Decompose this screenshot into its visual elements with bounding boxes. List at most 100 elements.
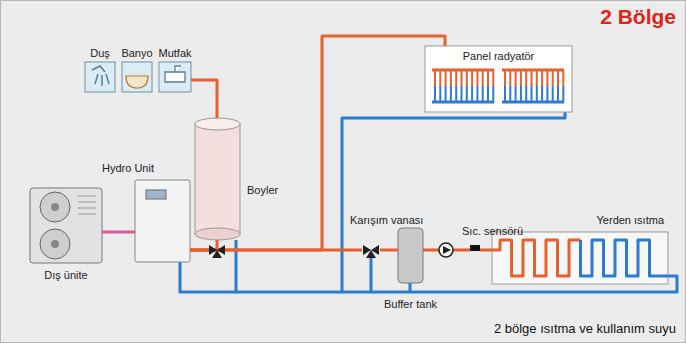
pipe: [102, 231, 135, 234]
fan: [40, 192, 70, 222]
radiator-fin: [509, 86, 511, 102]
kitchen-tap: Mutfak: [159, 62, 191, 92]
sensor: [470, 245, 480, 251]
radiator-fin: [439, 70, 441, 86]
radiator-fin: [557, 86, 559, 102]
radiator-fin: [562, 86, 564, 102]
boiler-bottom: [195, 228, 240, 240]
tap-icons: [85, 62, 191, 92]
radiator-fin: [466, 70, 468, 86]
radiator-fin: [546, 70, 548, 86]
mixing-valve-symbol: [363, 245, 379, 258]
mixing-valve: Karışım vanası: [362, 243, 380, 257]
radiator-fin: [487, 70, 489, 86]
radiator-fin: [531, 86, 533, 102]
radiator-fin: [504, 70, 506, 86]
floor-heating: Yerden ısıtma: [492, 232, 668, 284]
radiator-fin: [445, 70, 447, 86]
radiator-fin: [445, 86, 447, 102]
pump-arrow: [443, 246, 451, 254]
boiler-return: [235, 240, 238, 292]
radiator-fin: [471, 86, 473, 102]
radiator-fin: [504, 86, 506, 102]
grille: [78, 196, 96, 214]
bath-icon: [122, 62, 152, 92]
node-label: Dış ünite: [44, 269, 87, 282]
fan: [40, 229, 70, 259]
node-label: Boyler: [247, 184, 278, 197]
pipe: [190, 36, 445, 250]
radiator-fin: [546, 86, 548, 102]
kitchen-icon: [159, 62, 191, 92]
radiator-fin: [455, 70, 457, 86]
radiator-fin: [450, 86, 452, 102]
node-label: Yerden ısıtma: [597, 214, 664, 227]
edge-group: [102, 36, 492, 250]
radiator-fin: [562, 70, 564, 86]
radiator-fin: [552, 70, 554, 86]
outdoor-unit: Dış ünite: [30, 188, 102, 263]
radiator-fin: [466, 86, 468, 102]
node-label: Karışım vanası: [350, 214, 423, 227]
radiator-fin: [450, 70, 452, 86]
boiler-body: [195, 124, 240, 234]
radiator-fin: [434, 70, 436, 86]
coil-return: [581, 240, 669, 276]
radiator-fin: [531, 70, 533, 86]
node-label: Sıc. sensörü: [462, 225, 523, 238]
pipe: [191, 80, 217, 118]
radiator-fin: [461, 86, 463, 102]
radiator-fin: [439, 86, 441, 102]
radiator-frame: [425, 46, 572, 112]
radiator-fin: [520, 86, 522, 102]
radiator-fin: [455, 86, 457, 102]
radiator-fin: [492, 70, 494, 86]
node-label: Mutfak: [159, 47, 192, 60]
radiator-fin: [557, 70, 559, 86]
hydro-display: [146, 190, 166, 199]
radiator-fin: [541, 86, 543, 102]
title: 2 Bölge: [600, 5, 676, 29]
node-label: Duş: [90, 47, 110, 60]
shower-tap: Duş: [85, 62, 115, 92]
shower-icon: [85, 62, 115, 92]
radiator-fin: [536, 86, 538, 102]
radiator-fin: [552, 86, 554, 102]
boiler: [195, 118, 240, 240]
boiler-top: [195, 118, 240, 130]
bath-tub: [126, 76, 148, 88]
radiator-fin: [461, 70, 463, 86]
buffer-tank-body: [398, 228, 423, 283]
pipe: [380, 249, 398, 252]
radiator-fin: [525, 86, 527, 102]
temp-sensor: Sıc. sensörü: [470, 245, 480, 251]
sink: [165, 66, 185, 82]
radiator-fin: [515, 86, 517, 102]
boiler-tank: Boyler: [195, 118, 240, 240]
fan-hub: [51, 203, 59, 211]
return-pipes: [180, 102, 677, 292]
hydro-unit: Hydro Unit: [135, 180, 190, 262]
radiator-fin: [476, 86, 478, 102]
radiator-fin: [476, 70, 478, 86]
buffer-return: [409, 283, 412, 292]
radiator-fins: [432, 70, 564, 102]
mixing-return: [370, 257, 373, 292]
radiator-panel: Panel radyatör: [425, 46, 572, 112]
pump: [439, 243, 453, 257]
caption: 2 bölge ısıtma ve kullanım suyu: [494, 321, 676, 336]
outdoor-body: [30, 188, 102, 263]
node-label: Banyo: [121, 47, 152, 60]
radiator-fin: [492, 86, 494, 102]
hydro-unit: [135, 180, 190, 262]
valve-symbols: [209, 243, 480, 258]
pipe: [480, 249, 492, 252]
radiator-fin: [536, 70, 538, 86]
node-label: Buffer tank: [384, 298, 437, 311]
fan-hub: [51, 240, 59, 248]
floor-coil: [492, 240, 668, 276]
floor-box: [492, 232, 668, 284]
node-label: Panel radyatör: [463, 50, 535, 63]
